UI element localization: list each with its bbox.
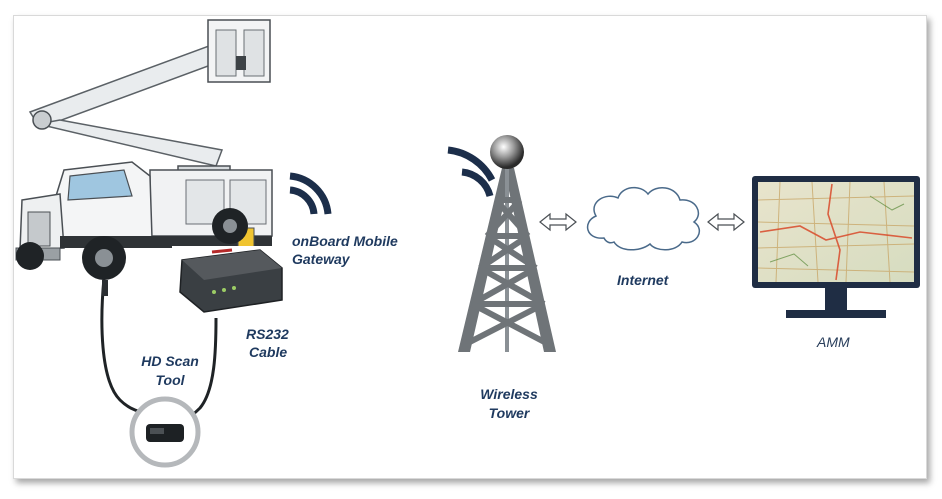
internet-label: Internet <box>617 272 669 288</box>
gateway-device-icon <box>172 246 286 318</box>
radio-tower-icon <box>447 135 556 352</box>
rs232-label-line2: Cable <box>249 344 288 360</box>
double-arrow-icon <box>539 212 745 232</box>
gateway-label-line2: Gateway <box>292 251 350 267</box>
bucket-truck-icon <box>15 19 273 280</box>
tower-label-line1: Wireless <box>480 386 538 402</box>
scan-tool-label-line2: Tool <box>155 372 185 388</box>
scan-tool-label-line1: HD Scan <box>141 353 199 369</box>
scan-tool-icon <box>100 277 218 468</box>
wireless-signal-icon <box>289 172 332 215</box>
cloud-icon <box>586 186 700 251</box>
tower-label-line2: Tower <box>488 405 530 421</box>
rs232-label-line1: RS232 <box>246 326 289 342</box>
amm-label: AMM <box>817 334 850 350</box>
monitor-map-icon <box>752 176 920 318</box>
gateway-label-line1: onBoard Mobile <box>292 233 398 249</box>
